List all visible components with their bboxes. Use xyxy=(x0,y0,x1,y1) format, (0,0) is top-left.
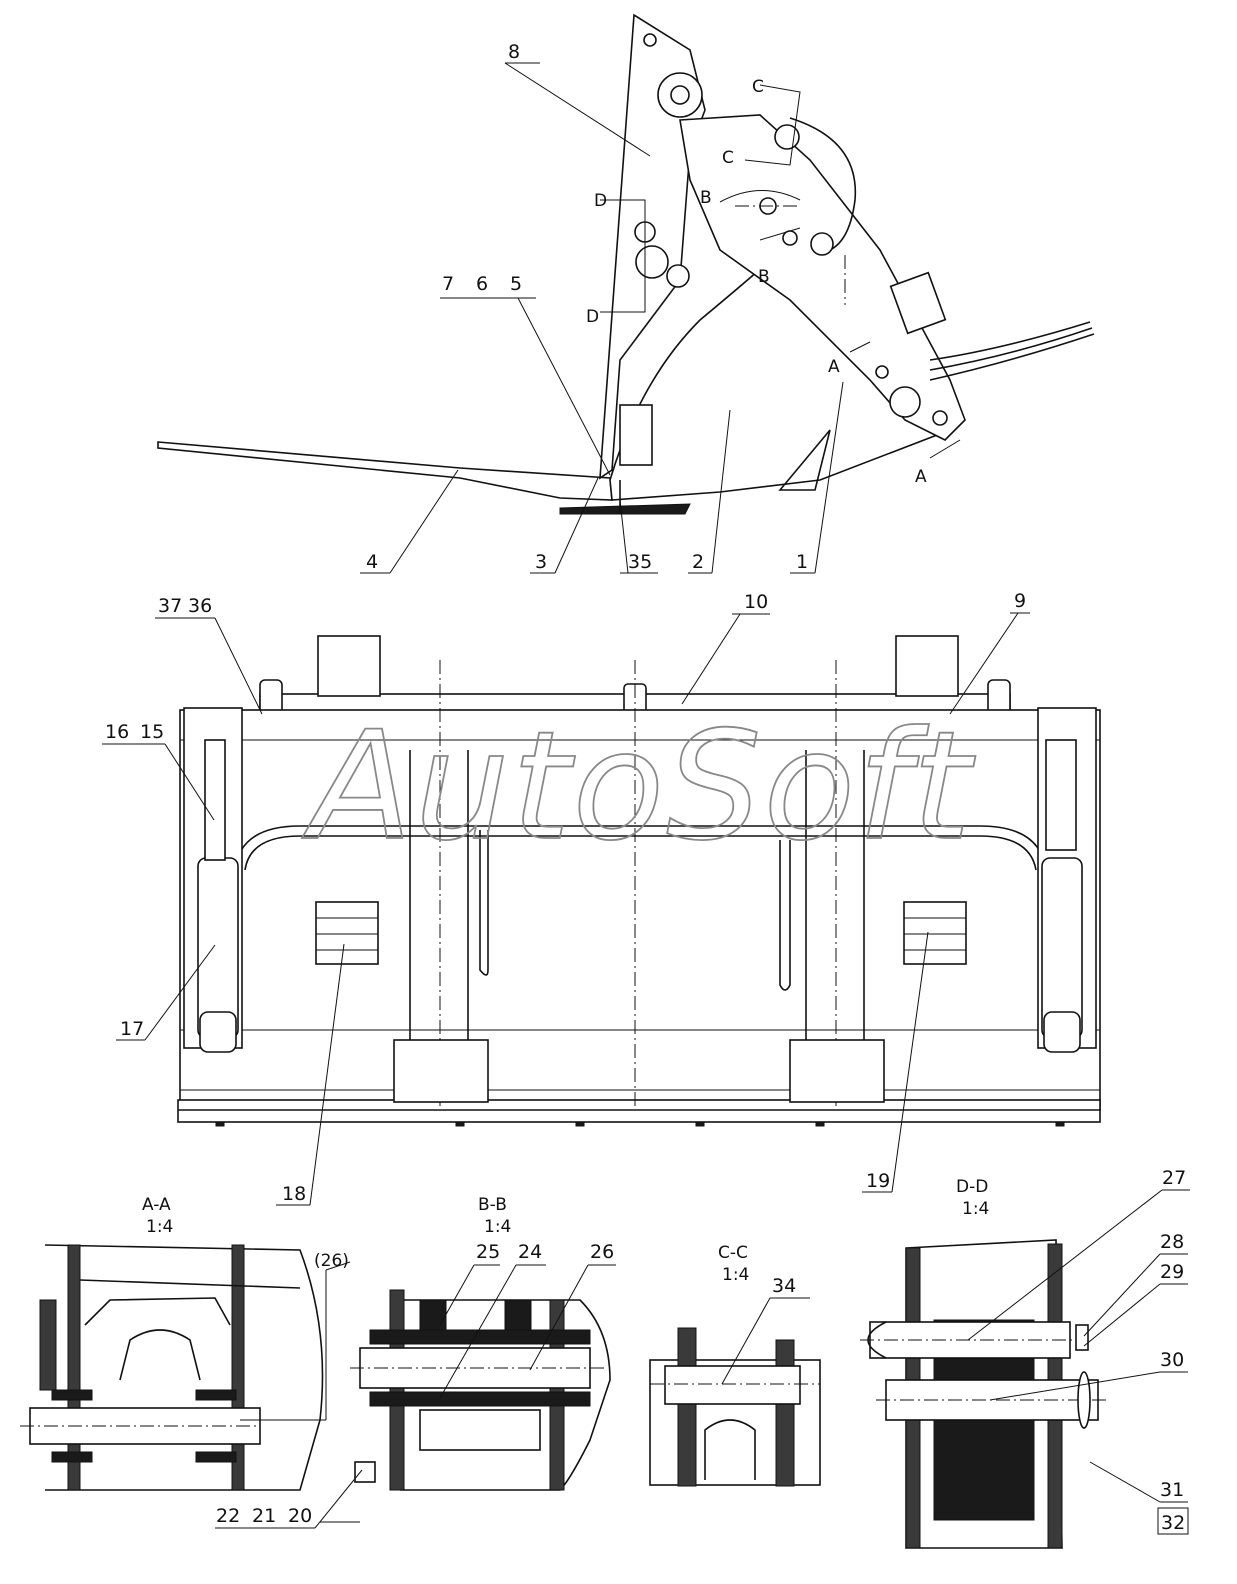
callout-34: 34 xyxy=(772,1275,796,1297)
section-mark-c-lower: C xyxy=(722,148,734,168)
section-bb-title: B-B xyxy=(478,1195,507,1215)
callout-36: 36 xyxy=(188,595,212,617)
section-aa-scale: 1:4 xyxy=(146,1217,173,1237)
callout-3: 3 xyxy=(535,551,547,573)
front-view xyxy=(177,635,1101,1127)
section-aa: A-A 1:4 (26) xyxy=(20,1195,351,1491)
callout-1: 1 xyxy=(796,551,808,573)
top-lug-left xyxy=(317,635,381,697)
callout-9: 9 xyxy=(1014,590,1026,612)
callout-7: 7 xyxy=(442,273,454,295)
cylinder-right xyxy=(1041,857,1083,1039)
upper-arm xyxy=(679,114,966,441)
callout-17: 17 xyxy=(120,1018,144,1040)
side-view xyxy=(157,13,1095,515)
section-cc-scale: 1:4 xyxy=(722,1265,749,1285)
callout-26: 26 xyxy=(590,1241,614,1263)
section-mark-c-upper: C xyxy=(752,77,764,97)
section-mark-a-lower: A xyxy=(915,467,927,487)
insert-block xyxy=(619,404,653,466)
cylinder-left xyxy=(197,857,239,1039)
fork-tine xyxy=(157,441,613,501)
top-pin xyxy=(657,72,703,118)
hose-bar xyxy=(234,825,1047,871)
section-cc: C-C 1:4 34 xyxy=(649,1243,821,1487)
callout-8: 8 xyxy=(508,41,520,63)
section-dd: D-D 1:4 27 28 29 30 31 32 xyxy=(860,1167,1190,1549)
bottom-block-left xyxy=(393,1039,489,1103)
section-bb: B-B 1:4 22 21 20 25 24 26 xyxy=(215,1195,616,1529)
watermark: AutoSoft xyxy=(302,700,976,874)
callout-26-paren: (26) xyxy=(314,1251,349,1271)
callout-16: 16 xyxy=(105,721,129,743)
section-bb-outline xyxy=(390,1299,611,1491)
section-aa-title: A-A xyxy=(142,1195,171,1215)
section-mark-d-lower: D xyxy=(586,307,599,327)
callout-5: 5 xyxy=(510,273,522,295)
side-view-callouts: 8 7 6 5 4 3 35 2 1 xyxy=(360,41,844,574)
bottom-edge xyxy=(177,1099,1101,1123)
upper-disc xyxy=(789,117,857,251)
callout-35: 35 xyxy=(628,551,652,573)
section-mark-d-upper: D xyxy=(594,191,607,211)
section-aa-outline xyxy=(44,1244,324,1491)
section-cc-pin xyxy=(664,1365,801,1405)
callout-19: 19 xyxy=(866,1170,890,1192)
callout-2: 2 xyxy=(692,551,704,573)
callout-37: 37 xyxy=(158,595,182,617)
section-mark-b-lower: B xyxy=(758,267,770,287)
callout-10: 10 xyxy=(744,591,768,613)
callout-21: 21 xyxy=(252,1505,276,1527)
section-mark-a-upper: A xyxy=(828,357,840,377)
top-lug-right xyxy=(895,635,959,697)
cutting-edge xyxy=(559,503,691,515)
callout-22: 22 xyxy=(216,1505,240,1527)
callout-25: 25 xyxy=(476,1241,500,1263)
section-dd-scale: 1:4 xyxy=(962,1199,989,1219)
spool-right xyxy=(903,901,967,965)
valve-box xyxy=(889,271,947,335)
section-dd-title: D-D xyxy=(956,1177,988,1197)
callout-6: 6 xyxy=(476,273,488,295)
callout-31: 31 xyxy=(1160,1479,1184,1501)
callout-27: 27 xyxy=(1162,1167,1186,1189)
hose xyxy=(929,321,1091,361)
front-view-callouts: 37 36 10 9 16 15 17 18 19 xyxy=(102,590,1030,1206)
callout-29: 29 xyxy=(1160,1261,1184,1283)
section-mark-b-upper: B xyxy=(700,188,712,208)
callout-24: 24 xyxy=(518,1241,542,1263)
callout-32: 32 xyxy=(1161,1512,1185,1534)
bottom-block-right xyxy=(789,1039,885,1103)
section-bb-scale: 1:4 xyxy=(484,1217,511,1237)
callout-15: 15 xyxy=(140,721,164,743)
callout-18: 18 xyxy=(282,1183,306,1205)
callout-30: 30 xyxy=(1160,1349,1184,1371)
spool-left xyxy=(315,901,379,965)
section-cc-title: C-C xyxy=(718,1243,748,1263)
callout-20: 20 xyxy=(288,1505,312,1527)
callout-28: 28 xyxy=(1160,1231,1184,1253)
callout-4: 4 xyxy=(366,551,378,573)
